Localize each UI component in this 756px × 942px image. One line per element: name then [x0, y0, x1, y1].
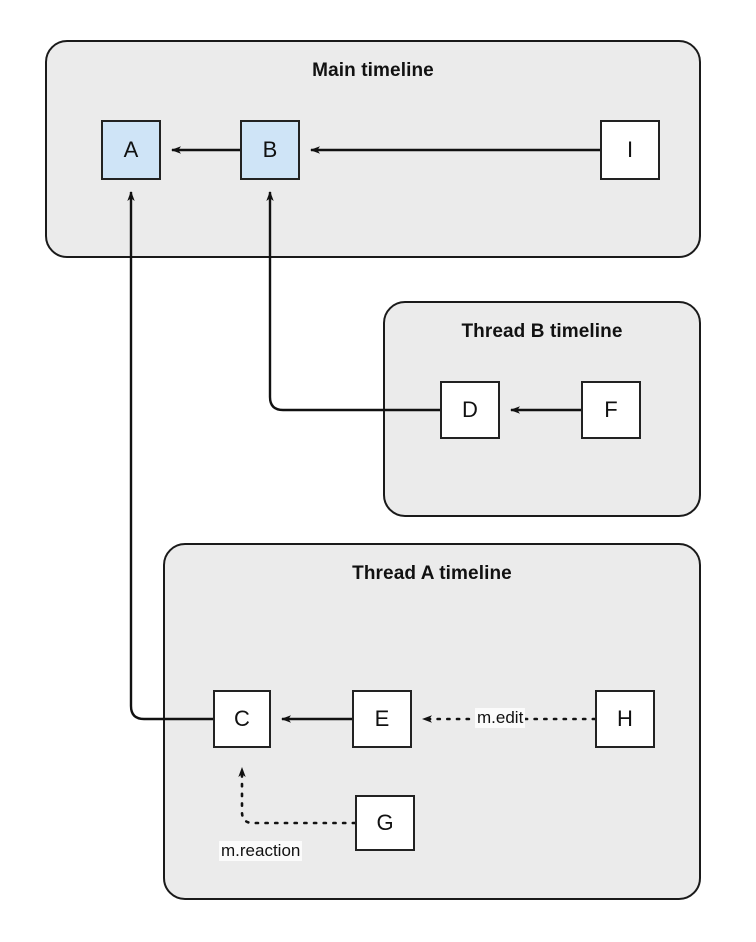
- event-label-d: D: [462, 397, 478, 422]
- timeline-title-thread-b: Thread B timeline: [461, 321, 623, 342]
- event-label-c: C: [234, 706, 250, 731]
- event-node-b[interactable]: B: [240, 120, 300, 180]
- edge-label-m-reaction: m.reaction: [219, 841, 303, 861]
- event-label-e: E: [374, 706, 390, 731]
- event-node-d[interactable]: D: [440, 381, 500, 439]
- event-label-i: I: [626, 137, 634, 162]
- event-node-f[interactable]: F: [581, 381, 641, 439]
- event-node-i[interactable]: I: [600, 120, 660, 180]
- event-node-e[interactable]: E: [352, 690, 412, 748]
- timeline-title-thread-a: Thread A timeline: [352, 563, 512, 584]
- event-label-h: H: [617, 706, 633, 731]
- event-node-a[interactable]: A: [101, 120, 161, 180]
- event-node-g[interactable]: G: [355, 795, 415, 851]
- event-label-f: F: [604, 397, 618, 422]
- edge-label-m-edit: m.edit: [475, 708, 526, 728]
- event-node-h[interactable]: H: [595, 690, 655, 748]
- event-label-g: G: [376, 810, 394, 835]
- timeline-title-main: Main timeline: [312, 60, 434, 81]
- event-node-c[interactable]: C: [213, 690, 271, 748]
- event-label-a: A: [123, 137, 139, 162]
- event-label-b: B: [262, 137, 278, 162]
- timeline-container-thread-b: Thread B timeline: [383, 301, 701, 517]
